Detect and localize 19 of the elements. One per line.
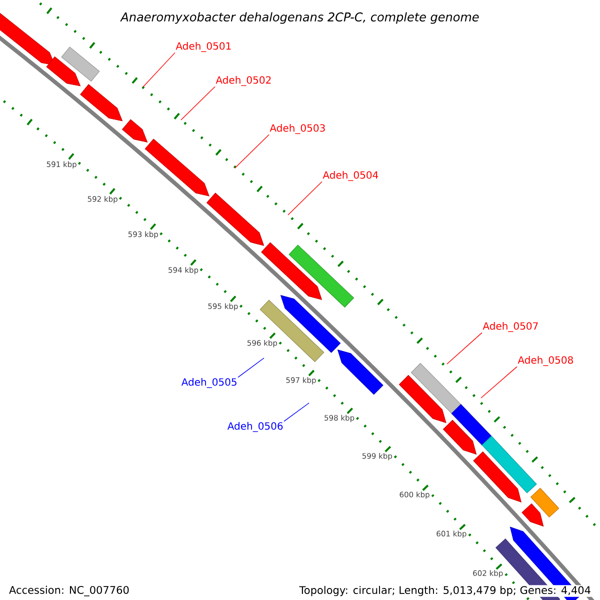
leader-line — [284, 402, 310, 422]
leader-line — [288, 181, 322, 216]
leader-line — [480, 366, 518, 398]
title: Anaeromyxobacter dehalogenans 2CP-C, complete genome — [120, 12, 479, 24]
gene-label: Adeh_0504 — [322, 171, 378, 181]
leader-line — [234, 134, 270, 168]
leader-line — [180, 86, 216, 120]
gene-label: Adeh_0502 — [216, 76, 271, 86]
gene-label: Adeh_0501 — [176, 42, 231, 52]
leader-line — [446, 332, 482, 364]
leader-line — [238, 358, 264, 378]
gene-label: Adeh_0505 — [181, 378, 236, 388]
gene-label: Adeh_0507 — [482, 322, 538, 332]
gene-label: Adeh_0503 — [270, 124, 325, 134]
gene-label: Adeh_0508 — [518, 356, 573, 366]
leader-line — [142, 52, 176, 88]
genome-info-label: Topology: circular; Length: 5,013,479 bp; Genes: 4,404 — [298, 585, 592, 597]
accession-label: Accession: NC_007760 — [8, 584, 130, 598]
gene-label: Adeh_0506 — [227, 422, 283, 432]
